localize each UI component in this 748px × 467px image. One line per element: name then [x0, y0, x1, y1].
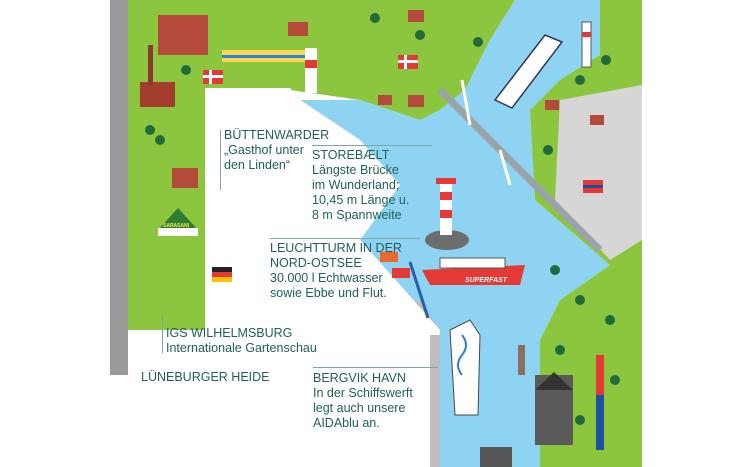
left-grey-strip — [110, 0, 128, 375]
land-top-left — [128, 0, 515, 330]
pier — [430, 335, 440, 467]
label-line: Längste Brücke — [312, 163, 399, 177]
lighthouse-island-icon — [425, 178, 469, 250]
label-line: „Gasthof unter — [224, 143, 304, 157]
label-line: legt auch unsere — [313, 401, 406, 415]
label-lueneburger-heide: LÜNEBURGER HEIDE — [141, 370, 270, 385]
circus-tent-icon: SARASANI — [158, 208, 198, 236]
label-line: sowie Ebbe und Flut. — [270, 286, 387, 300]
gasthof-icon — [172, 168, 198, 188]
label-buettenwarder: BÜTTENWARDER „Gasthof unter den Linden“ — [224, 128, 329, 173]
label-title: STOREBÆLT — [312, 148, 390, 162]
label-storebaelt: STOREBÆLT Längste Brücke im Wunderland; … — [312, 148, 409, 223]
leader-line — [220, 130, 221, 190]
label-line: 30.000 l Echtwasser — [270, 271, 383, 285]
white-inlet — [205, 88, 440, 467]
label-title: LEUCHTTURM IN DER — [270, 241, 402, 255]
label-bergvik: BERGVIK HAVN In der Schiffswerft legt au… — [313, 371, 413, 431]
label-line: den Linden“ — [224, 158, 291, 172]
label-line: NORD-OSTSEE — [270, 256, 362, 270]
crane-icon — [408, 261, 430, 319]
trees — [145, 13, 620, 425]
leader-line — [162, 315, 163, 353]
divider — [313, 367, 438, 368]
label-line: 8 m Spannweite — [312, 208, 402, 222]
tent-sign: SARASANI — [163, 223, 190, 229]
label-igs: IGS WILHELMSBURG Internationale Gartensc… — [166, 326, 317, 356]
factory-building — [158, 15, 208, 55]
mountains-area — [555, 85, 642, 260]
aida-ship-icon — [449, 319, 481, 416]
german-flag — [212, 267, 232, 272]
label-title: LÜNEBURGER HEIDE — [141, 370, 270, 384]
label-title: BERGVIK HAVN — [313, 371, 406, 385]
label-line: im Wunderland; — [312, 178, 400, 192]
cruise-ship-top — [493, 34, 564, 109]
label-line: 10,45 m Länge u. — [312, 193, 410, 207]
train-icon — [596, 355, 604, 450]
bridge — [437, 87, 603, 253]
label-title: BÜTTENWARDER — [224, 128, 330, 142]
label-title: IGS WILHELMSBURG — [166, 326, 293, 340]
label-line: AIDAblu an. — [313, 416, 380, 430]
label-line: In der Schiffswerft — [313, 386, 413, 400]
lighthouse-icon — [581, 21, 592, 68]
superfast-ferry-icon: SUPERFAST — [422, 257, 525, 285]
divider — [312, 145, 432, 146]
label-line: Internationale Gartenschau — [166, 341, 317, 355]
label-leuchtturm: LEUCHTTURM IN DER NORD-OSTSEE 30.000 l E… — [270, 241, 402, 301]
divider — [270, 238, 420, 239]
ferry-sign: SUPERFAST — [465, 277, 508, 284]
